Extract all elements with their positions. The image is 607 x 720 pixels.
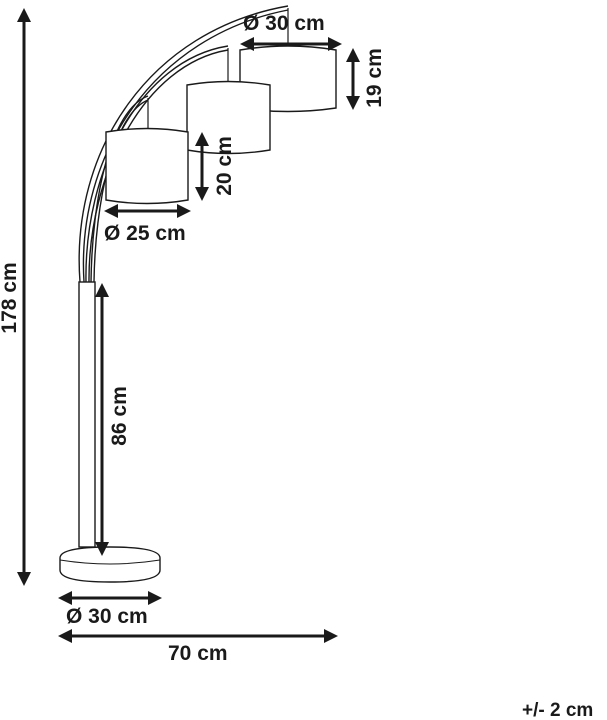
- small-shade-diameter-label: Ø 25 cm: [104, 222, 186, 245]
- arrowhead: [240, 37, 254, 51]
- middle-shade-height-label: 20 cm: [213, 136, 236, 196]
- arrowhead: [195, 187, 209, 201]
- arrowhead: [58, 629, 72, 643]
- arrowhead: [346, 96, 360, 110]
- arrowhead: [95, 283, 109, 297]
- lamp-pole: [78, 281, 96, 548]
- middle-lampshade: [186, 80, 271, 155]
- base-diameter-label: Ø 30 cm: [66, 605, 148, 628]
- top-shade-height-label: 19 cm: [363, 48, 386, 108]
- arrowhead: [17, 8, 31, 22]
- top-shade-diameter-label: Ø 30 cm: [243, 12, 325, 35]
- arrowhead: [328, 37, 342, 51]
- pole-height-label: 86 cm: [108, 386, 131, 446]
- tolerance-note: +/- 2 cm: [522, 700, 593, 720]
- arrowhead: [148, 591, 162, 605]
- arrowhead: [17, 572, 31, 586]
- total-height-label: 178 cm: [0, 262, 21, 333]
- lamp-arm-outer-inner: [82, 9, 289, 283]
- arrowhead: [346, 48, 360, 62]
- arrowhead: [324, 629, 338, 643]
- total-width-label: 70 cm: [168, 642, 228, 665]
- arrowhead: [58, 591, 72, 605]
- lamp-arm-outer: [78, 5, 289, 283]
- arrowhead: [104, 204, 118, 218]
- lamp-base-edge: [59, 559, 161, 565]
- dimension-labels: Ø 30 cm 19 cm 20 cm Ø 25 cm 178 cm 86 cm…: [0, 12, 593, 720]
- small-lampshade: [105, 127, 189, 205]
- arrowhead: [195, 132, 209, 146]
- arrowhead: [95, 542, 109, 556]
- dimension-lines: [17, 8, 360, 643]
- arrowhead: [177, 204, 191, 218]
- floor-lamp-drawing: [59, 5, 337, 583]
